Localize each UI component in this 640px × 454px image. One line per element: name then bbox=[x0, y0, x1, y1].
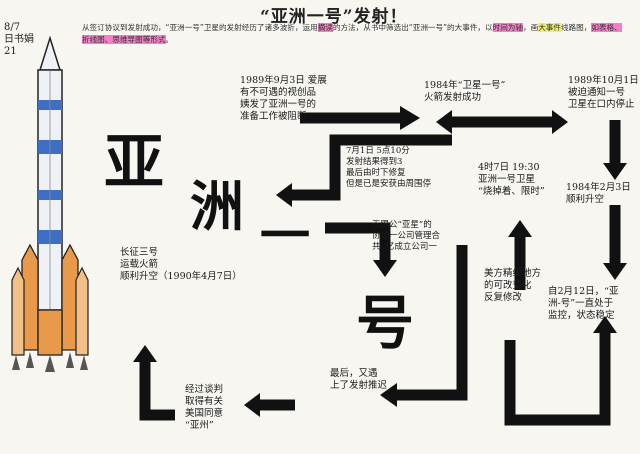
event-note: 最后，又遇 上了发射推迟 bbox=[330, 368, 387, 392]
event-line: 被迫通知一号 bbox=[568, 87, 626, 98]
event-line: 1984年“卫星一号” bbox=[424, 80, 506, 91]
event-line: 但是已是安获由周围停 bbox=[346, 179, 432, 189]
event-line: 共3亿成立公司一 bbox=[372, 242, 437, 252]
big-char-zhou: 洲 bbox=[190, 174, 244, 238]
event-line: 1989年9月3日 爱展 bbox=[240, 75, 327, 86]
event-line: 洲-号”一直处于 bbox=[548, 298, 614, 309]
highlight-events: 大事件 bbox=[538, 23, 561, 32]
event-line: 1984年2月3日 bbox=[566, 182, 631, 193]
event-line: 1989年10月1日 bbox=[568, 75, 639, 86]
event-line: 最后，又遇 bbox=[330, 368, 378, 379]
highlight-timeline: 时间为轴 bbox=[492, 23, 523, 32]
event-note: 美方精细地方 的可改变化 反复修改 bbox=[484, 268, 541, 304]
event-note: 1984年“卫星一号” 火箭发射成功 bbox=[424, 80, 505, 104]
event-line: 监控，状态稳定 bbox=[548, 310, 615, 321]
event-line: 自2月12日，“亚 bbox=[548, 286, 619, 297]
intro-mid2: ，画 bbox=[523, 23, 539, 32]
corner-line: 21 bbox=[4, 46, 17, 57]
event-line: 姨发了亚洲一号的 bbox=[240, 99, 317, 110]
event-line: 发射结果得到3 bbox=[346, 157, 403, 167]
event-note: 1984年2月3日 顺利升空 bbox=[566, 182, 631, 206]
event-line: 取得有关 bbox=[185, 396, 224, 407]
event-note: 自2月12日，“亚 洲-号”一直处于 监控，状态稳定 bbox=[548, 286, 619, 322]
event-line: 顺利升空 bbox=[566, 194, 605, 205]
event-line: 上了发射推迟 bbox=[330, 380, 388, 391]
event-line: “亚州” bbox=[185, 420, 214, 431]
event-line: 经过谈判 bbox=[185, 384, 224, 395]
intro-lead: 从签订协议到发射成功，“亚洲一号”卫星的发射经历了诸多波折，运用 bbox=[82, 23, 318, 32]
corner-line: 日书娟 bbox=[4, 34, 34, 45]
event-line: 顺利升空（1990年4月7日） bbox=[120, 271, 242, 282]
event-line: 准备工作被阻断 bbox=[240, 111, 307, 122]
event-line: 7月1日 5点10分 bbox=[346, 146, 410, 156]
event-line: 无限公“亚星”的 bbox=[372, 220, 432, 230]
printed-instructions: 从签订协议到发射成功，“亚洲一号”卫星的发射经历了诸多波折，运用摘读的方法，从书… bbox=[82, 22, 622, 46]
event-line: 最后由时下修复 bbox=[346, 168, 406, 178]
event-note: 1989年9月3日 爱展 有不可遇的视创品 姨发了亚洲一号的 准备工作被阻断 bbox=[240, 75, 327, 123]
event-note: 1989年10月1日 被迫通知一号 卫星在口内停止 bbox=[568, 75, 639, 111]
poster-title: “亚洲一号”发射！ bbox=[260, 7, 408, 27]
corner-line: 8/7 bbox=[4, 22, 21, 33]
event-note: 4时7日 19:30 亚洲一号卫星 “烧掉着、限时” bbox=[478, 162, 545, 198]
event-line: 协议一公司管理合 bbox=[372, 231, 441, 241]
event-line: 火箭发射成功 bbox=[424, 92, 482, 103]
event-line: 反复修改 bbox=[484, 292, 523, 303]
corner-note: 8/7 日书娟 21 bbox=[4, 22, 34, 58]
event-note: 经过谈判 取得有关 美国同意 “亚州” bbox=[185, 384, 223, 432]
intro-mid1: 的方法，从书中筛选出“亚洲一号”的大事件，以 bbox=[332, 23, 493, 32]
event-line: 美方精细地方 bbox=[484, 268, 542, 279]
intro-end: 。 bbox=[165, 35, 174, 44]
event-line: 长征三号 bbox=[120, 247, 159, 258]
event-line: 美国同意 bbox=[185, 408, 224, 419]
big-char-yi: 一 bbox=[260, 206, 310, 265]
highlight-method: 摘读 bbox=[317, 23, 333, 32]
event-line: 卫星在口内停止 bbox=[568, 99, 635, 110]
event-line: 的可改变化 bbox=[484, 280, 532, 291]
event-note: 长征三号 运载火箭 顺利升空（1990年4月7日） bbox=[120, 247, 242, 283]
rocket-illustration bbox=[11, 35, 89, 372]
event-note: 7月1日 5点10分 发射结果得到3 最后由时下修复 但是已是安获由周围停 bbox=[346, 146, 431, 190]
intro-tail: 线路图， bbox=[560, 23, 592, 32]
big-char-hao: 号 bbox=[356, 289, 415, 357]
event-line: 4时7日 19:30 bbox=[478, 162, 540, 173]
event-line: 运载火箭 bbox=[120, 259, 159, 270]
big-char-ya: 亚 bbox=[104, 128, 164, 198]
event-line: “烧掉着、限时” bbox=[478, 186, 545, 197]
event-line: 亚洲一号卫星 bbox=[478, 174, 536, 185]
event-note: 无限公“亚星”的 协议一公司管理合 共3亿成立公司一 bbox=[372, 220, 440, 253]
event-line: 有不可遇的视创品 bbox=[240, 87, 317, 98]
